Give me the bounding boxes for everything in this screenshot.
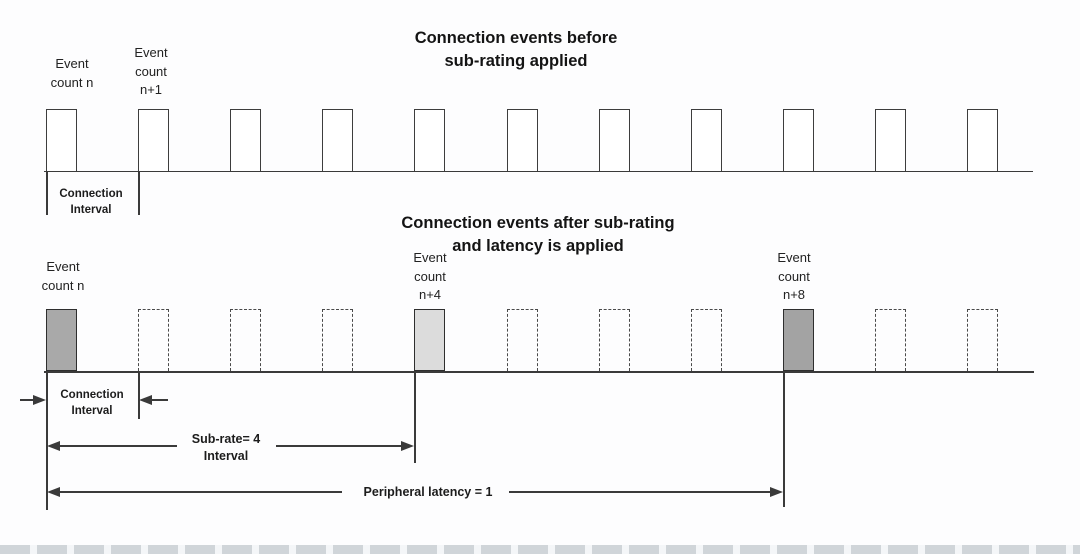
event-pulse-row-after bbox=[46, 309, 1036, 371]
connection-event-pulse-dashed bbox=[874, 309, 906, 371]
connection-event-pulse-dashed bbox=[506, 309, 538, 371]
connection-event-pulse-outline bbox=[46, 109, 77, 171]
connection-event-pulse-dashed bbox=[598, 309, 630, 371]
connection-event-pulse-filled-light bbox=[414, 309, 446, 371]
event-count-n4-label: Event count n+4 bbox=[413, 250, 447, 302]
event-count-n1-label: Event count n+1 bbox=[134, 45, 168, 97]
connection-event-pulse-outline bbox=[598, 109, 630, 171]
after-title: Connection events after sub-rating and l… bbox=[401, 214, 675, 255]
connection-event-pulse-dashed bbox=[138, 309, 170, 371]
bottom-edge-strip bbox=[0, 545, 1080, 554]
connection-event-pulse-dashed bbox=[322, 309, 354, 371]
arrowhead-left-icon bbox=[139, 395, 152, 405]
arrowhead-right-icon bbox=[401, 440, 414, 451]
dimension-tick-event-n8 bbox=[783, 372, 785, 507]
connection-event-pulse-dashed bbox=[967, 309, 998, 371]
sub-rate-label: Sub-rate= 4 Interval bbox=[191, 432, 261, 463]
connection-interval-label-top: Connection Interval bbox=[59, 188, 123, 216]
connection-interval-arrow-line bbox=[151, 399, 168, 401]
timeline-baseline-before bbox=[44, 170, 1033, 173]
connection-event-pulse-outline bbox=[967, 109, 998, 171]
arrowhead-right-icon bbox=[770, 486, 783, 497]
connection-event-pulse-outline bbox=[138, 109, 170, 171]
peripheral-latency-dimension-line bbox=[509, 491, 771, 493]
before-title: Connection events before sub-rating appl… bbox=[414, 29, 618, 70]
timeline-baseline-after bbox=[44, 371, 1034, 373]
connection-event-pulse-outline bbox=[782, 109, 814, 171]
connection-event-pulse-outline bbox=[690, 109, 722, 171]
arrowhead-left-icon bbox=[47, 486, 60, 497]
connection-event-pulse-outline bbox=[230, 109, 262, 171]
arrowhead-left-icon bbox=[47, 440, 60, 451]
event-count-n8-label: Event count n+8 bbox=[777, 250, 811, 302]
connection-event-pulse-outline bbox=[874, 109, 906, 171]
arrowhead-right-icon bbox=[33, 395, 46, 405]
event-pulse-row-before bbox=[46, 109, 1036, 171]
dimension-tick-event-n4 bbox=[414, 372, 416, 463]
connection-event-pulse-dashed bbox=[230, 309, 262, 371]
dimension-tick-event-n1 bbox=[138, 372, 140, 419]
connection-event-pulse-outline bbox=[506, 109, 538, 171]
interval-tick bbox=[46, 172, 48, 215]
sub-rate-dimension-line bbox=[59, 445, 177, 447]
sub-rate-dimension-line bbox=[276, 445, 402, 447]
dimension-tick-event-n bbox=[46, 372, 48, 510]
connection-interval-arrow-line bbox=[20, 399, 35, 401]
connection-event-pulse-outline bbox=[414, 109, 446, 171]
connection-event-pulse-filled-medium bbox=[782, 309, 814, 371]
peripheral-latency-dimension-line bbox=[59, 491, 342, 493]
event-count-n-label-bottom: Event count n bbox=[41, 259, 85, 293]
connection-event-pulse-filled-dark bbox=[46, 309, 77, 371]
connection-event-pulse-dashed bbox=[690, 309, 722, 371]
event-count-n-label-top: Event count n bbox=[50, 56, 94, 90]
interval-tick bbox=[138, 172, 140, 215]
connection-interval-label-bottom: Connection Interval bbox=[60, 389, 124, 417]
peripheral-latency-label: Peripheral latency = 1 bbox=[363, 485, 493, 499]
connection-event-pulse-outline bbox=[322, 109, 354, 171]
